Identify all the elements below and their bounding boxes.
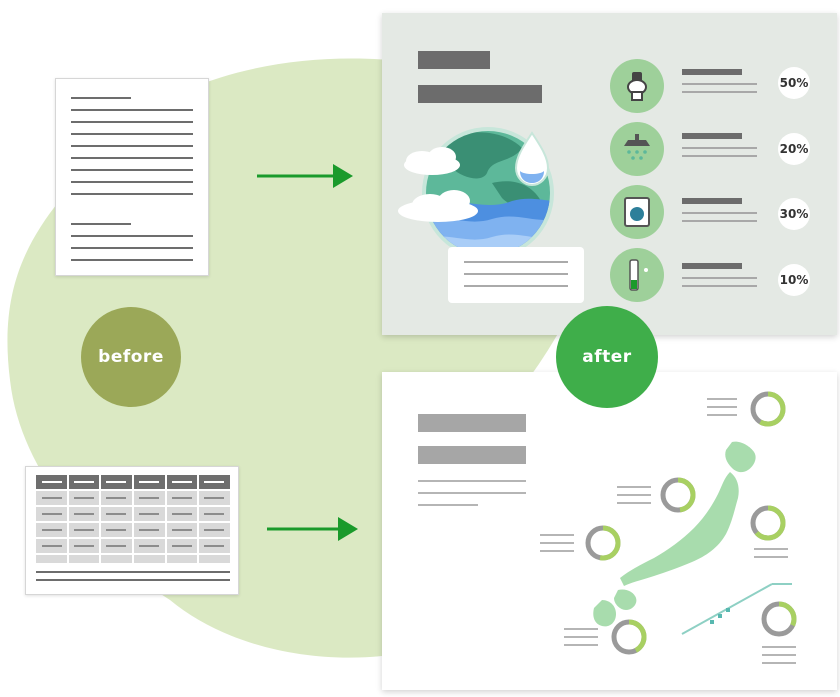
table-grid [36,475,230,581]
donut-label-line [617,494,651,496]
washing-machine-icon [610,185,664,239]
document-line [71,235,193,237]
text-document [55,78,209,276]
document-line [71,133,193,135]
document-line [71,145,193,147]
row-line [682,285,757,287]
percent-badge: 50% [778,67,810,99]
donut-label-line [754,556,788,558]
after-label: after [582,347,632,367]
row-line [682,83,757,85]
title-placeholder [418,414,526,432]
arrow-top-icon [257,164,353,188]
donut-label-line [707,414,737,416]
shower-icon [610,122,664,176]
row-line [682,155,757,157]
japan-map [593,441,792,635]
text-line [418,492,526,494]
row-line [682,212,757,214]
donut-label-line [707,406,737,408]
faucet-icon [610,248,664,302]
document-line [71,247,193,249]
document-line [71,181,193,183]
donut-label-line [754,548,788,550]
row-title-bar [682,263,742,269]
donut-label-line [617,486,651,488]
donut-hokkaido [750,391,786,427]
text-line [418,504,478,506]
donut-label-line [564,644,598,646]
percent-badge: 30% [778,198,810,230]
donut-label-line [564,636,598,638]
donut-okinawa [761,601,797,637]
row-line [682,147,757,149]
map-panel [382,372,837,690]
percent-badge: 20% [778,133,810,165]
row-line [682,91,757,93]
donut-label-line [762,646,796,648]
row-line [682,220,757,222]
row-title-bar [682,133,742,139]
row-line [682,277,757,279]
donut-label-line [540,542,574,544]
document-line [71,169,193,171]
toilet-icon [610,59,664,113]
donut-label-line [762,654,796,656]
document-line [71,109,193,111]
document-line [71,193,193,195]
after-badge: after [556,306,658,408]
donut-label-line [540,550,574,552]
donut-label-line [617,502,651,504]
donut-kyushu [611,619,647,655]
donut-label-line [762,662,796,664]
donut-kansai [585,525,621,561]
donut-kanto [660,477,696,513]
row-title-bar [682,198,742,204]
document-line [71,223,131,225]
document-line [71,157,193,159]
document-line [71,121,193,123]
caption-card [448,247,584,303]
title-placeholder [418,51,490,69]
subtitle-placeholder [418,446,526,464]
caption-line [464,285,568,287]
donut-label-line [564,628,598,630]
row-title-bar [682,69,742,75]
earth-water-illustration [398,127,554,259]
donut-label-line [707,398,737,400]
donut-tohoku [750,505,786,541]
caption-line [464,261,568,263]
caption-line [464,273,568,275]
arrow-bottom-icon [267,517,358,541]
table-document [25,466,239,595]
before-badge: before [81,307,181,407]
infographic-panel: 50% 20% 30% 10% [382,13,837,335]
text-line [418,480,526,482]
document-line [71,97,131,99]
percent-badge: 10% [778,264,810,296]
document-line [71,259,193,261]
donut-label-line [540,534,574,536]
subtitle-placeholder [418,85,542,103]
before-label: before [98,347,164,367]
